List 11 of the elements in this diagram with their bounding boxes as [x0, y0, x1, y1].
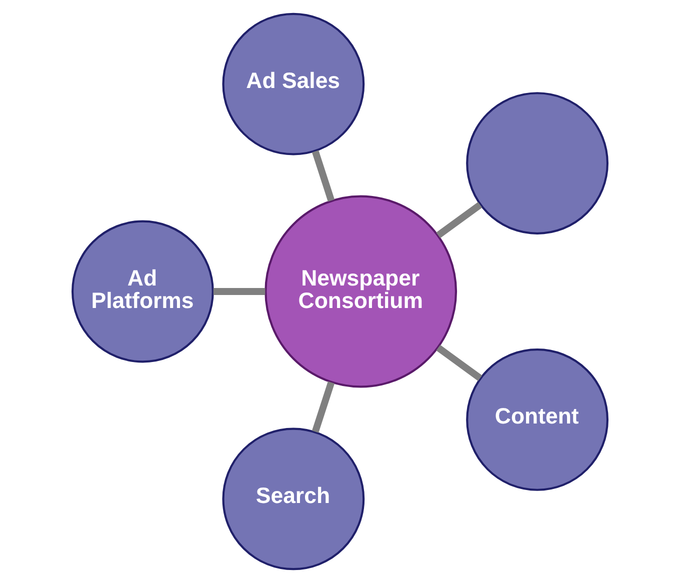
node-circle: Newspaper Consortium: [264, 195, 457, 388]
connector: [311, 150, 334, 202]
connector: [436, 202, 482, 238]
node-circle: Content: [466, 348, 608, 491]
connector: [311, 381, 334, 433]
connector: [436, 344, 482, 381]
connector: [212, 288, 265, 295]
node-circle: Search: [222, 428, 364, 570]
node-circle: Ad Sales: [222, 12, 364, 156]
node-circle: Ad Platforms: [71, 220, 214, 363]
node-circle: [466, 92, 608, 234]
